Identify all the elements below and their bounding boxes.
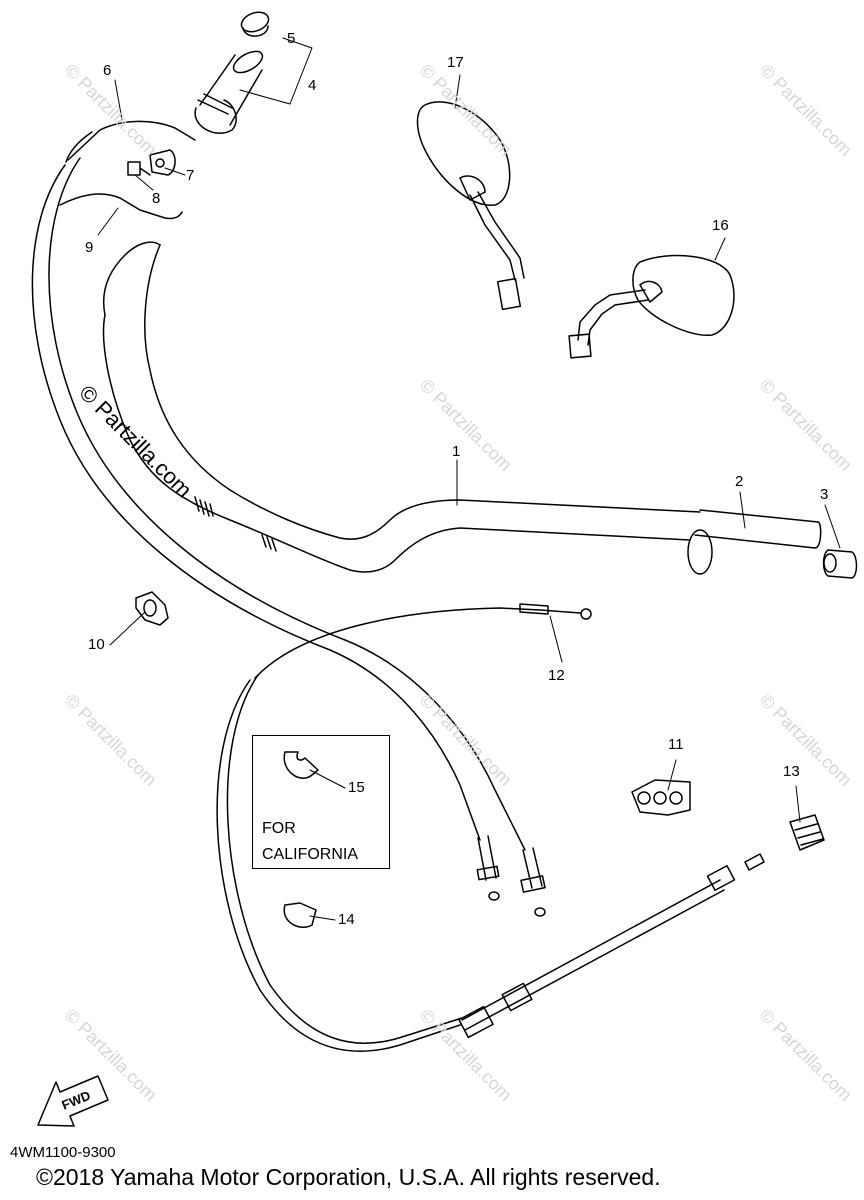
grip-end — [822, 549, 858, 579]
california-box-line2: CALIFORNIA — [262, 846, 359, 863]
california-box — [252, 735, 390, 869]
callout-13: 13 — [783, 763, 800, 780]
callout-9: 9 — [85, 239, 94, 256]
cable-holder — [631, 779, 691, 816]
adjuster-cable — [458, 814, 825, 1039]
callout-17: 17 — [447, 54, 464, 71]
california-box-line1: FOR — [262, 820, 296, 837]
callout-6: 6 — [103, 62, 112, 79]
copyright-notice: ©2018 Yamaha Motor Corporation, U.S.A. A… — [36, 1164, 661, 1190]
callout-12: 12 — [548, 667, 565, 684]
clip — [283, 902, 317, 928]
callout-15: 15 — [348, 779, 365, 796]
callout-5: 5 — [287, 30, 296, 47]
throttle-grip — [194, 11, 270, 134]
callout-7: 7 — [186, 167, 195, 184]
callout-16: 16 — [712, 217, 729, 234]
leader-lines — [97, 37, 841, 921]
clutch-cable — [216, 603, 592, 1052]
throttle-cables — [31, 120, 546, 917]
diagram-code: 4WM1100-9300 — [10, 1144, 116, 1161]
cable-bracket — [127, 149, 176, 176]
callout-4: 4 — [308, 77, 317, 94]
callout-3: 3 — [820, 486, 829, 503]
fwd-arrow-icon — [37, 1075, 109, 1127]
callout-10: 10 — [88, 636, 105, 653]
callout-8: 8 — [152, 190, 161, 207]
mirror-right — [568, 254, 735, 359]
callout-1: 1 — [452, 443, 461, 460]
clip-california — [283, 751, 319, 779]
callout-11: 11 — [668, 736, 684, 753]
grip — [687, 509, 822, 575]
cable-clamp — [135, 591, 169, 626]
callout-14: 14 — [338, 911, 355, 928]
callout-2: 2 — [735, 473, 744, 490]
mirror-left — [416, 101, 525, 311]
handlebar — [102, 241, 701, 573]
